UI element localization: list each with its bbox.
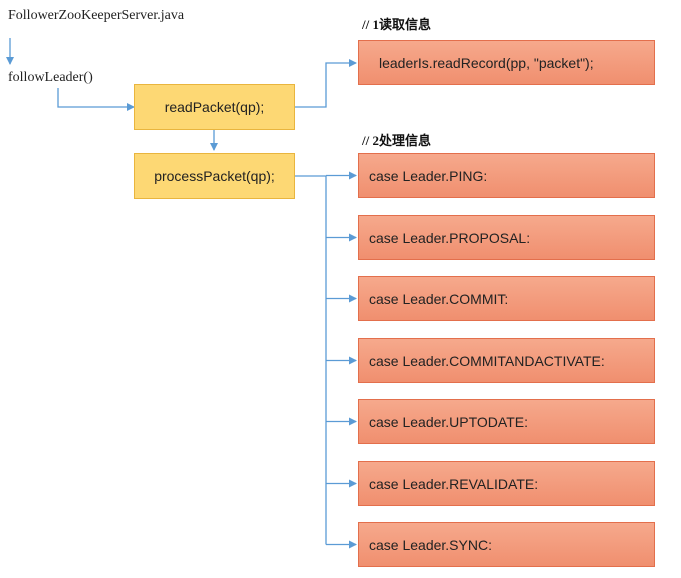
case-box: case Leader.COMMIT: bbox=[358, 276, 655, 321]
process-packet-box: processPacket(qp); bbox=[134, 153, 295, 199]
arrow-follow-to-read bbox=[57, 88, 135, 111]
case-box: case Leader.COMMITANDACTIVATE: bbox=[358, 338, 655, 383]
case-branch-arrows bbox=[295, 171, 357, 549]
case-box: case Leader.PROPOSAL: bbox=[358, 215, 655, 260]
file-name-label: FollowerZooKeeperServer.java bbox=[8, 8, 185, 23]
case-box: case Leader.REVALIDATE: bbox=[358, 461, 655, 506]
read-record-box: leaderIs.readRecord(pp, "packet"); bbox=[358, 40, 655, 85]
follow-leader-label: followLeader() bbox=[8, 70, 93, 85]
arrow-read-to-record bbox=[295, 59, 357, 108]
note-process-info: // 2处理信息 bbox=[362, 133, 431, 148]
case-box: case Leader.PING: bbox=[358, 153, 655, 198]
read-packet-box: readPacket(qp); bbox=[134, 84, 295, 130]
note-read-info: // 1读取信息 bbox=[362, 17, 431, 32]
case-box: case Leader.UPTODATE: bbox=[358, 399, 655, 444]
case-box: case Leader.SYNC: bbox=[358, 522, 655, 567]
